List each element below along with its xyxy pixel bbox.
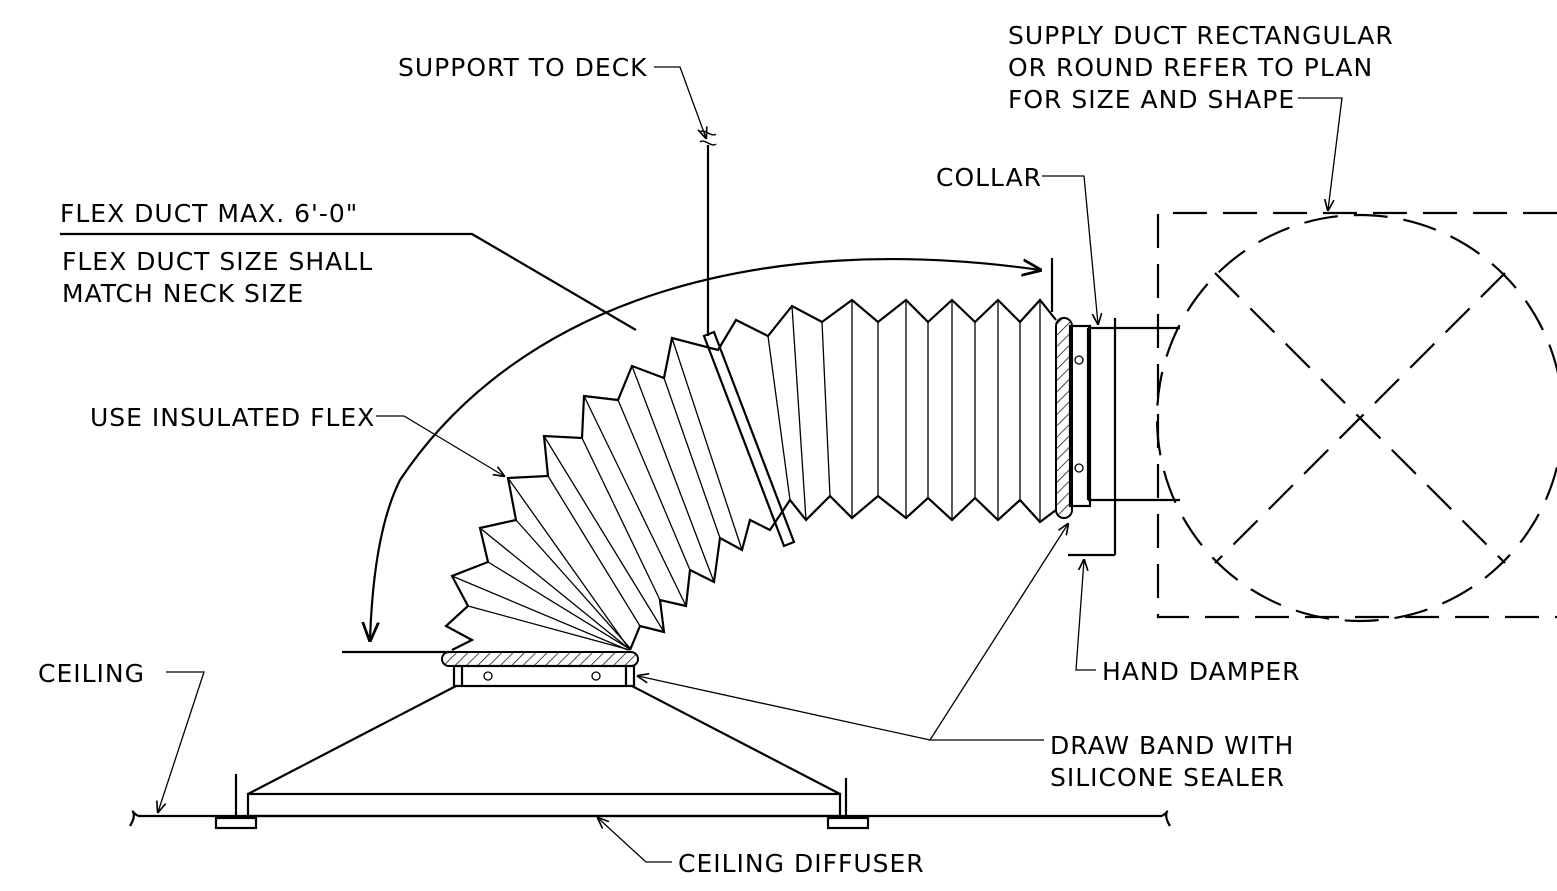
label-draw-band-line2: SILICONE SEALER (1050, 763, 1285, 792)
supply-duct (1155, 211, 1557, 623)
label-flex-size-line1: FLEX DUCT SIZE SHALL (62, 247, 373, 276)
label-ceiling: CEILING (38, 659, 145, 688)
flex-duct (444, 298, 1057, 651)
label-flex-duct-max: FLEX DUCT MAX. 6'-0" (60, 199, 358, 228)
label-supply-duct-line3: FOR SIZE AND SHAPE (1008, 85, 1295, 114)
label-supply-duct-line1: SUPPLY DUCT RECTANGULAR (1008, 21, 1394, 50)
label-collar: COLLAR (936, 163, 1042, 192)
label-use-insulated-flex: USE INSULATED FLEX (90, 403, 375, 432)
label-support-to-deck: SUPPORT TO DECK (398, 53, 648, 82)
ceiling-diffuser (214, 685, 870, 830)
label-supply-duct-line2: OR ROUND REFER TO PLAN (1008, 53, 1373, 82)
max-length-dimension-arc (342, 257, 1054, 654)
leader-lines (60, 66, 1343, 863)
label-hand-damper: HAND DAMPER (1102, 657, 1301, 686)
support-hanger (699, 130, 717, 336)
label-flex-size-line2: MATCH NECK SIZE (62, 279, 304, 308)
label-ceiling-diffuser: CEILING DIFFUSER (678, 849, 925, 878)
ceiling-line (129, 810, 1171, 827)
diffuser-neck (441, 651, 639, 688)
label-draw-band-line1: DRAW BAND WITH (1050, 731, 1294, 760)
collar (1055, 317, 1180, 557)
